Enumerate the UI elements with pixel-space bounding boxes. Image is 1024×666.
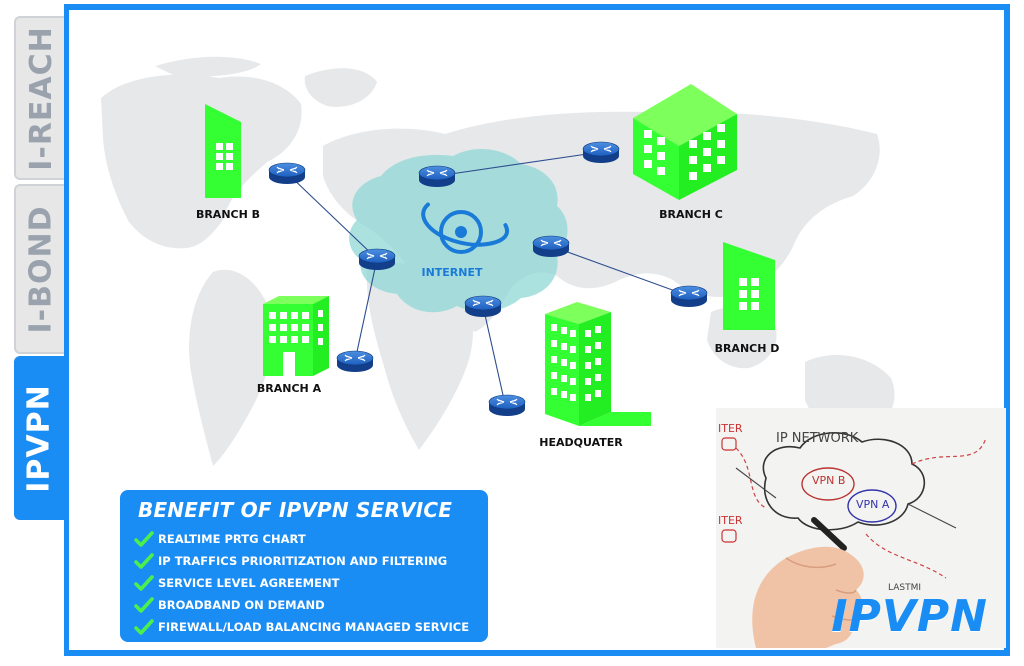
internet-label: INTERNET xyxy=(421,266,483,279)
link-branch-a xyxy=(354,258,378,362)
link-headquarter xyxy=(482,305,506,405)
network-links xyxy=(286,151,690,405)
router-branch-c xyxy=(582,141,620,164)
sketch-vpn-a-label: VPN A xyxy=(856,498,890,511)
checkmark-icon xyxy=(134,597,154,613)
router-branch-a xyxy=(336,350,374,373)
tab-i-reach[interactable]: I-REACH xyxy=(14,16,66,180)
hand-with-pen-icon xyxy=(752,517,864,648)
network-diagram: INTERNET xyxy=(101,56,895,466)
branch-c-building-icon xyxy=(633,84,737,200)
list-item: BROADBAND ON DEMAND xyxy=(134,594,474,616)
tab-ipvpn-label: IPVPN xyxy=(21,383,57,493)
router-internet-east xyxy=(532,235,570,258)
checkmark-icon xyxy=(134,619,154,635)
list-item: SERVICE LEVEL AGREEMENT xyxy=(134,572,474,594)
tab-ipvpn[interactable]: IPVPN xyxy=(14,356,64,520)
list-item: REALTIME PRTG CHART xyxy=(134,528,474,550)
router-headquarter xyxy=(488,394,526,417)
router-internet-north xyxy=(418,165,456,188)
branch-a-building-icon xyxy=(263,296,329,376)
tab-i-reach-label: I-REACH xyxy=(23,25,59,171)
headquarter-building-icon xyxy=(545,302,651,426)
router-internet-south xyxy=(464,295,502,318)
router-branch-d xyxy=(670,285,708,308)
benefit-item-label: REALTIME PRTG CHART xyxy=(158,532,306,546)
benefit-item-label: BROADBAND ON DEMAND xyxy=(158,598,325,612)
router-branch-b xyxy=(268,162,306,185)
internet-globe-icon xyxy=(421,202,509,254)
branch-d-label: BRANCH D xyxy=(715,342,780,355)
branch-b-label: BRANCH B xyxy=(196,208,260,221)
sketch-vpn-b-label: VPN B xyxy=(812,474,845,487)
brand-title: IPVPN xyxy=(831,591,988,642)
benefit-item-label: IP TRAFFICS PRIORITIZATION AND FILTERING xyxy=(158,554,448,568)
list-item: IP TRAFFICS PRIORITIZATION AND FILTERING xyxy=(134,550,474,572)
sketch-router-label-1: ITER xyxy=(718,422,743,435)
branch-c-label: BRANCH C xyxy=(659,208,723,221)
link-branch-c xyxy=(436,151,602,177)
link-branch-d xyxy=(550,245,690,297)
tab-i-bond[interactable]: I-BOND xyxy=(14,184,66,354)
branch-a-label: BRANCH A xyxy=(257,382,322,395)
brand-photo: IP NETWORK VPN B VPN A ITER ITER LASTMI … xyxy=(716,408,1006,648)
benefit-list: REALTIME PRTG CHART IP TRAFFICS PRIORITI… xyxy=(134,528,474,638)
checkmark-icon xyxy=(134,575,154,591)
benefit-panel: BENEFIT OF IPVPN SERVICE REALTIME PRTG C… xyxy=(120,490,488,642)
branch-d-building-icon xyxy=(723,242,775,330)
benefit-item-label: SERVICE LEVEL AGREEMENT xyxy=(158,576,340,590)
list-item: FIREWALL/LOAD BALANCING MANAGED SERVICE xyxy=(134,616,474,638)
sketch-lastmile-label: LASTMI xyxy=(888,583,921,593)
ip-network-sketch: IP NETWORK VPN B VPN A ITER ITER LASTMI xyxy=(716,408,1006,648)
link-branch-b xyxy=(286,172,378,260)
sketch-network-label: IP NETWORK xyxy=(776,431,859,446)
checkmark-icon xyxy=(134,531,154,547)
benefit-title: BENEFIT OF IPVPN SERVICE xyxy=(138,498,453,522)
headquarter-label: HEADQUATER xyxy=(539,436,623,449)
branch-b-building-icon xyxy=(205,104,241,198)
tab-i-bond-label: I-BOND xyxy=(23,205,59,333)
checkmark-icon xyxy=(134,553,154,569)
sketch-router-label-2: ITER xyxy=(718,514,743,527)
benefit-item-label: FIREWALL/LOAD BALANCING MANAGED SERVICE xyxy=(158,620,470,634)
router-internet-west xyxy=(358,248,396,271)
